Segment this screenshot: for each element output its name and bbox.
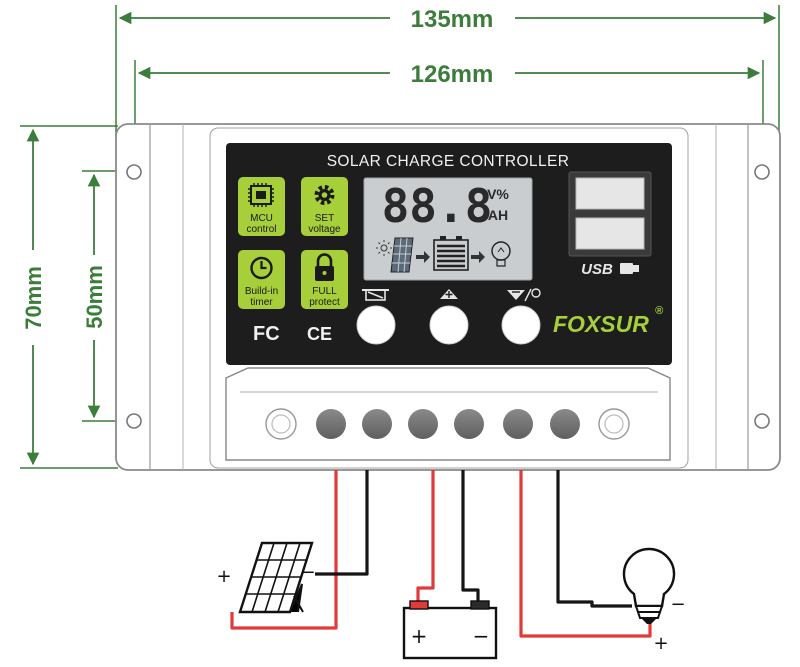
terminal-end-cap-left xyxy=(265,408,297,440)
button-plus[interactable] xyxy=(429,289,469,345)
solar-minus-sign: − xyxy=(300,562,315,583)
battery-minus-sign: − xyxy=(473,624,490,648)
solar-panel-icon xyxy=(238,541,314,614)
badge-timer-line2: timer xyxy=(250,297,273,308)
chip-icon xyxy=(248,183,274,207)
lcd-battery-icon xyxy=(433,236,469,271)
badge-mcu-line1: MCU xyxy=(250,213,273,224)
battery-terminal-positive xyxy=(409,600,429,610)
battery-menu-icon xyxy=(362,289,389,301)
wire-solar-positive xyxy=(230,470,338,630)
badge-timer: Build-in timer xyxy=(238,250,285,309)
usb-port-top[interactable] xyxy=(575,177,645,210)
dimension-lines: 135mm 126mm 70mm 50mm xyxy=(20,5,780,469)
lcd-digits: 88.8 xyxy=(382,179,493,233)
usb-port-bottom[interactable] xyxy=(575,217,645,250)
badge-set: SET voltage xyxy=(301,177,348,236)
wire-load-negative xyxy=(556,470,632,608)
load-minus-sign: − xyxy=(670,594,685,615)
wire-solar-negative xyxy=(315,470,369,576)
plus-icon xyxy=(440,289,458,299)
wire-battery-negative xyxy=(461,470,480,603)
lcd-panel-icon xyxy=(390,237,414,273)
battery-plus-sign: + xyxy=(411,624,428,648)
terminal-screw-solar-neg[interactable] xyxy=(362,409,392,439)
lcd-arrow-icon-1 xyxy=(416,251,430,263)
housing-flanges xyxy=(149,124,749,470)
battery-terminal-negative xyxy=(470,600,490,610)
lcd-arrow-icon-2 xyxy=(471,251,485,263)
terminal-end-cap-right xyxy=(598,408,630,440)
terminal-screw-load-pos[interactable] xyxy=(503,409,533,439)
badge-timer-line1: Build-in xyxy=(245,286,278,297)
badge-mcu: MCU control xyxy=(238,177,285,236)
terminal-screws xyxy=(265,408,630,440)
terminal-screw-battery-neg[interactable] xyxy=(454,409,484,439)
solar-plus-sign: + xyxy=(216,566,231,587)
lcd-sun-icon xyxy=(376,240,392,256)
button-down-cap[interactable] xyxy=(501,305,541,345)
mount-hole-top-right xyxy=(754,164,770,180)
load-plus-sign: + xyxy=(653,633,668,654)
lcd-bulb-icon xyxy=(491,241,511,267)
button-plus-cap[interactable] xyxy=(429,305,469,345)
badge-protect: FULL protect xyxy=(301,250,348,309)
dim-label-50: 50mm xyxy=(82,265,107,329)
mount-hole-bottom-right xyxy=(754,413,770,429)
button-mode-cap[interactable] xyxy=(356,305,396,345)
brand-registered-mark: ® xyxy=(655,305,664,317)
badge-set-line2: voltage xyxy=(308,224,341,235)
badge-mcu-line2: control xyxy=(246,224,276,235)
mount-hole-top-left xyxy=(126,164,142,180)
down-bulb-icon xyxy=(507,288,541,302)
badge-timer-bg xyxy=(238,250,285,309)
badge-set-bg xyxy=(301,177,348,236)
brand-name: FOXSUR xyxy=(553,311,649,337)
ce-mark: CE xyxy=(307,324,332,344)
button-mode[interactable] xyxy=(356,289,396,345)
front-panel: SOLAR CHARGE CONTROLLER 88.8 V% AH xyxy=(226,143,672,365)
badge-protect-line1: FULL xyxy=(312,286,337,297)
housing-face xyxy=(209,127,689,469)
terminal-screw-solar-pos[interactable] xyxy=(316,409,346,439)
wiring xyxy=(230,470,652,638)
housing-ribs xyxy=(182,124,717,470)
lock-icon xyxy=(315,253,334,281)
wire-battery-positive xyxy=(416,470,435,603)
usb-label: USB xyxy=(581,261,613,278)
lcd-unit-bottom: AH xyxy=(488,207,508,223)
mount-hole-bottom-left xyxy=(126,413,142,429)
panel-title: SOLAR CHARGE CONTROLLER xyxy=(327,153,570,170)
badge-set-line1: SET xyxy=(315,213,334,224)
dim-label-126: 126mm xyxy=(411,61,494,88)
lcd-unit-top: V% xyxy=(487,186,509,202)
terminal-screw-load-neg[interactable] xyxy=(550,409,580,439)
dim-label-70: 70mm xyxy=(21,266,46,330)
usb-plug-icon xyxy=(620,263,639,274)
button-down[interactable] xyxy=(501,288,541,345)
dim-label-135: 135mm xyxy=(411,6,494,33)
wire-load-positive xyxy=(519,470,652,638)
fcc-mark: FC xyxy=(253,323,280,345)
clock-icon xyxy=(250,256,273,280)
terminal-screw-battery-pos[interactable] xyxy=(408,409,438,439)
light-bulb-icon xyxy=(622,547,676,624)
gear-icon xyxy=(314,185,335,205)
battery-icon xyxy=(402,600,498,660)
badge-protect-line2: protect xyxy=(309,297,340,308)
